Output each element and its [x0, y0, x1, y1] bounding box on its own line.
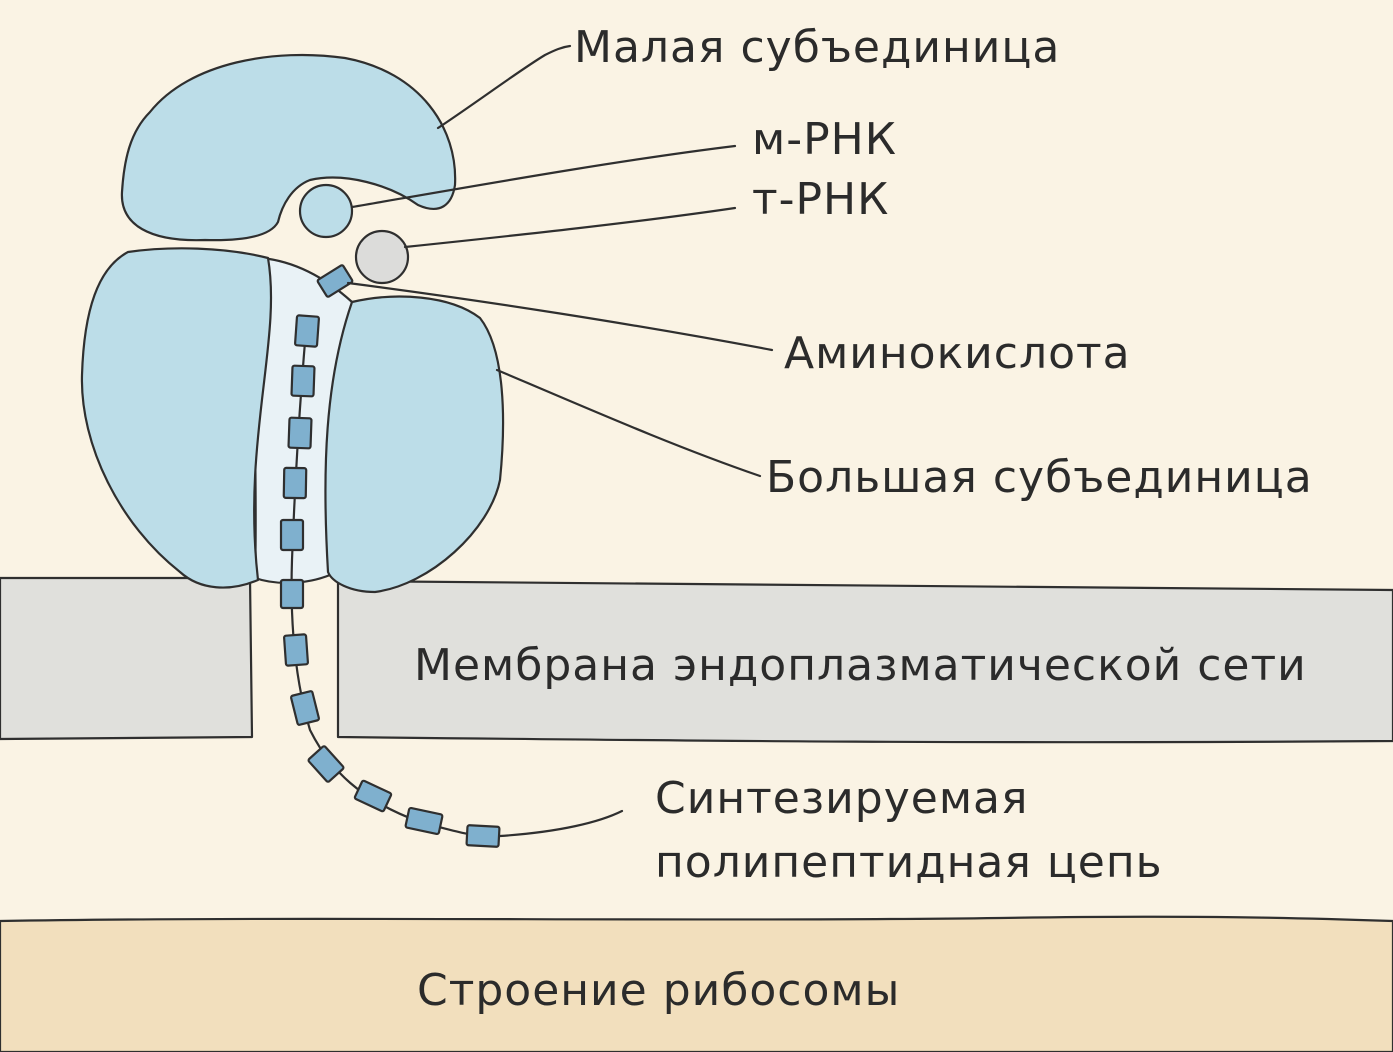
polypeptide-bead — [294, 314, 320, 348]
amino-acid-icon — [316, 264, 354, 298]
polypeptide-leader — [498, 809, 624, 838]
polypeptide-bead — [279, 578, 305, 610]
mrna-icon — [298, 183, 354, 239]
polypeptide-beads — [279, 314, 501, 848]
large-subunit-leader — [495, 368, 762, 478]
polypeptide-bead — [465, 824, 501, 848]
mrna-leader — [350, 144, 737, 209]
small-subunit-leader — [436, 44, 572, 130]
large-subunit-label: Большая субъединица — [766, 452, 1313, 503]
figure-caption: Строение рибосомы — [417, 965, 900, 1016]
caption-band — [0, 915, 1393, 1052]
trna-icon — [354, 229, 410, 285]
polypeptide-bead — [290, 690, 320, 726]
amino-acid-label: Аминокислота — [784, 328, 1131, 379]
polypeptide-bead — [283, 633, 309, 667]
small-subunit — [120, 53, 457, 242]
large-subunit-right — [324, 295, 505, 594]
membrane-left — [0, 576, 254, 741]
trna-label: т-РНК — [752, 174, 889, 225]
polypeptide-bead — [287, 416, 313, 450]
mrna-label: м-РНК — [752, 114, 897, 165]
polypeptide-bead — [404, 806, 444, 836]
polypeptide-bead — [307, 745, 345, 783]
large-subunit-left — [80, 247, 273, 589]
polypeptide-bead — [290, 364, 316, 398]
polypeptide-bead — [282, 466, 308, 500]
polypeptide-label-line1: Синтезируемая — [655, 773, 1028, 824]
amino-acid-leader — [346, 281, 774, 352]
polypeptide-label-line2: полипептидная цепь — [655, 837, 1163, 888]
polypeptide-bead — [353, 779, 393, 813]
membrane-right — [336, 579, 1393, 744]
trna-leader — [403, 206, 737, 249]
membrane-label: Мембрана эндоплазматической сети — [414, 640, 1307, 691]
small-subunit-label: Малая субъединица — [574, 22, 1060, 73]
polypeptide-bead — [279, 518, 305, 552]
